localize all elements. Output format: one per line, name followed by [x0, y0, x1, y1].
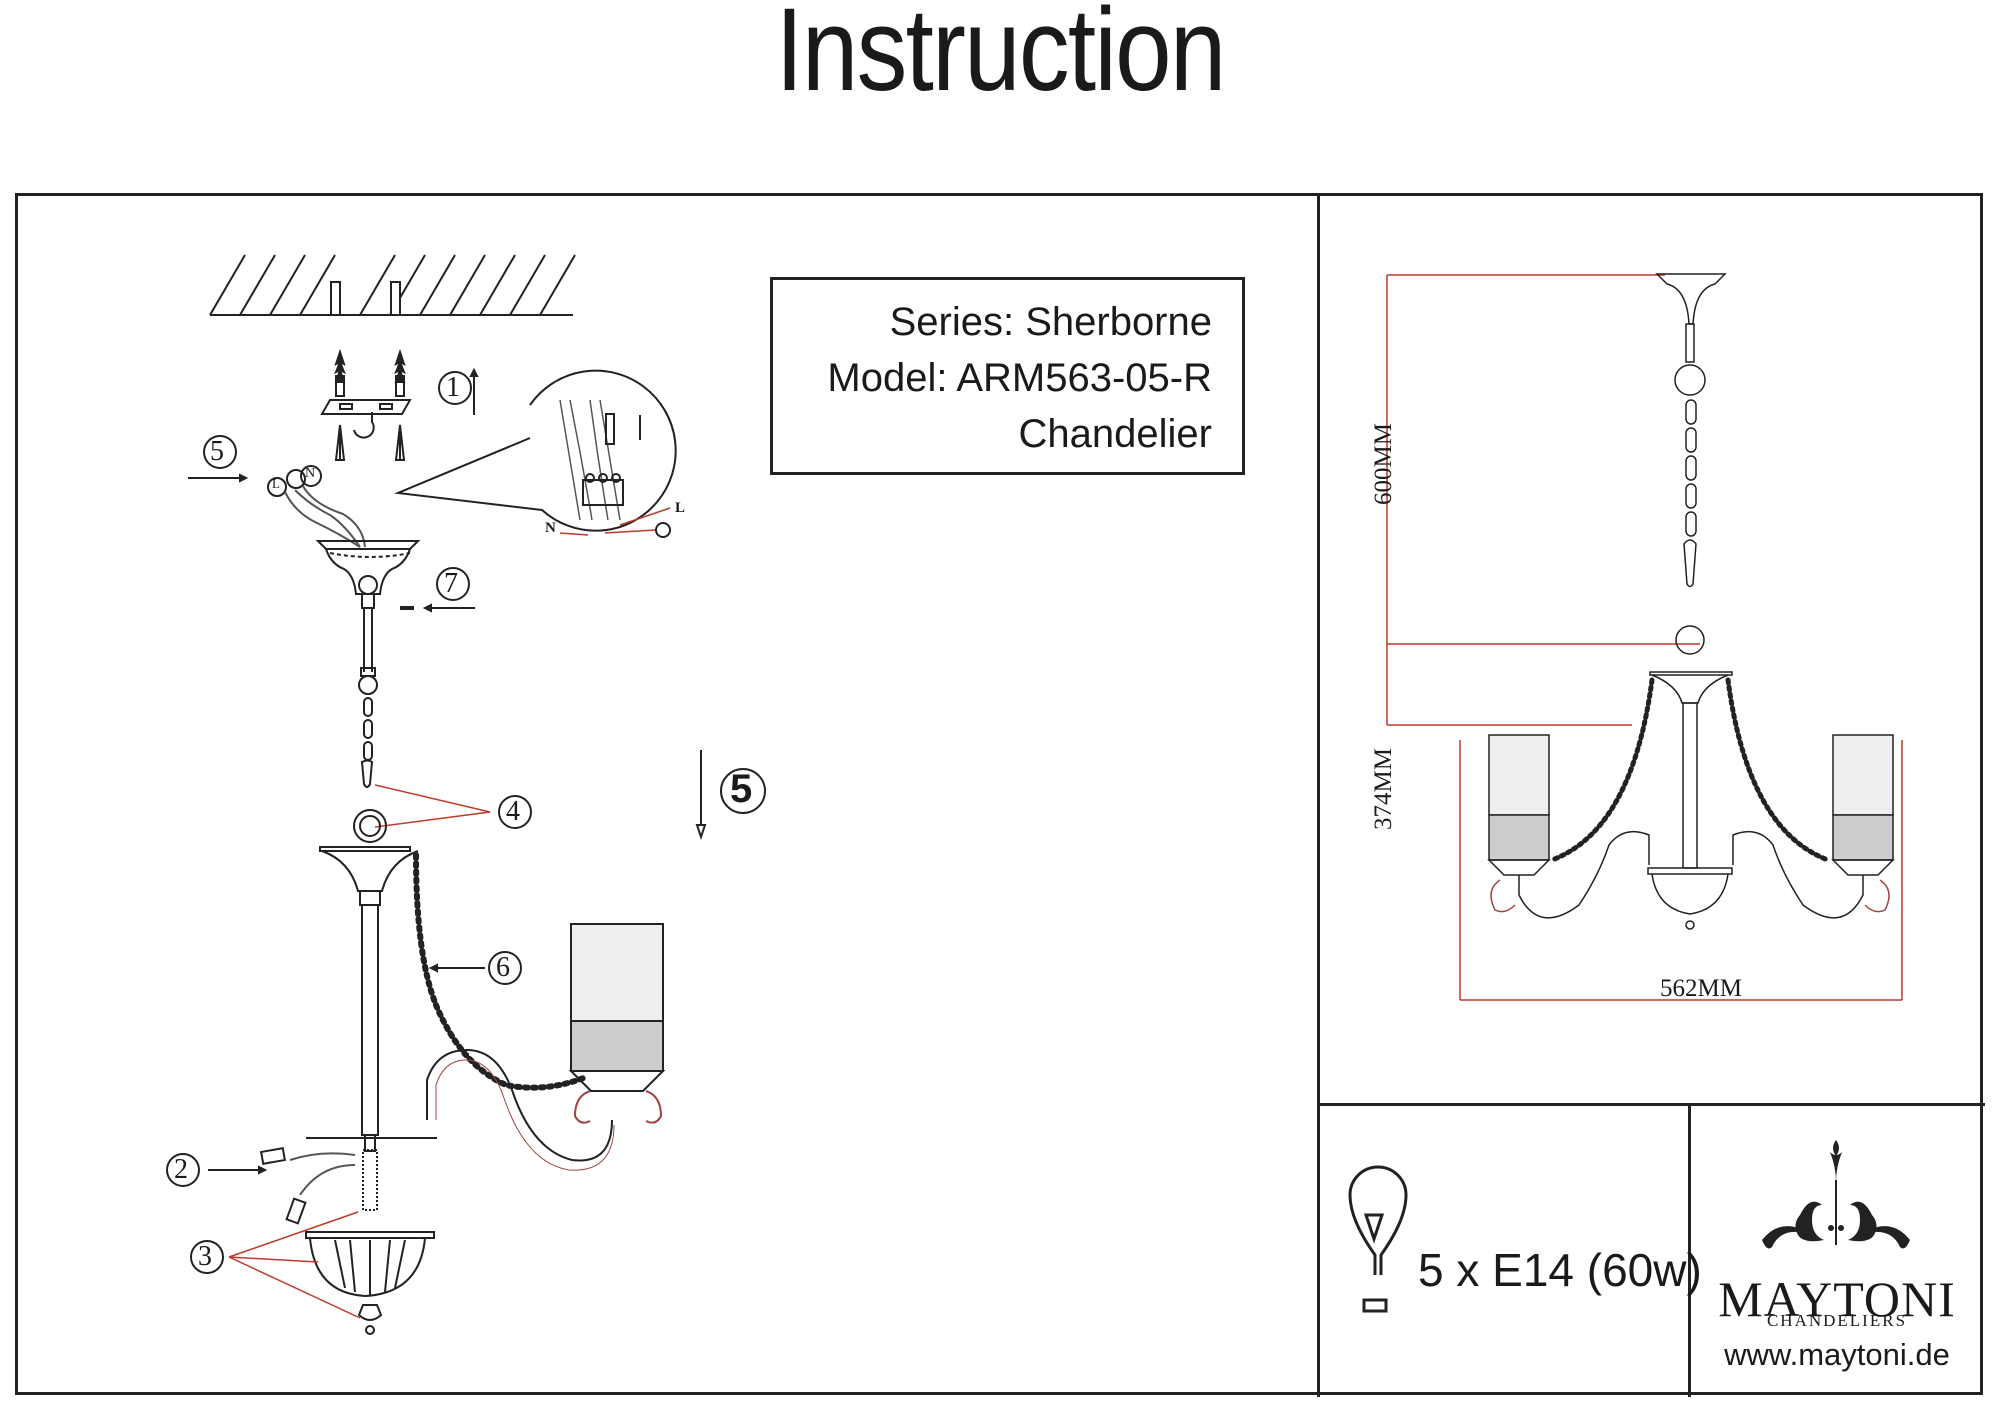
panel-divider-horizontal: [1317, 1103, 1985, 1106]
detail-live-label: L: [675, 500, 686, 516]
dimension-width: 562MM: [1660, 975, 1742, 1002]
chandelier-elevation-icon: [1487, 273, 1895, 930]
brand-name: MAYTONI: [1718, 1271, 1956, 1327]
bulb-spec: 5 x E14 (60w): [1418, 1244, 1702, 1296]
chandelier-body-icon: [259, 809, 666, 1335]
mounting-bracket-icon: [320, 399, 412, 439]
screw-icon: [334, 424, 406, 461]
product-series: Series: Sherborne: [889, 300, 1212, 344]
brand-subtitle: CHANDELIERS: [1766, 1311, 1908, 1330]
step1-label: 1: [446, 372, 460, 403]
step5-left-label: 5: [210, 436, 224, 467]
step4-label: 4: [506, 796, 520, 827]
wire-live-label: L: [272, 476, 280, 491]
wiring-detail-icon: [394, 369, 677, 538]
instruction-frame: [15, 193, 1983, 1395]
dimension-body-height: 374MM: [1370, 748, 1397, 830]
panel-divider-vertical: [1317, 193, 1320, 1397]
wall-anchor-icon: [334, 348, 406, 397]
brand-website-link[interactable]: www.maytoni.de: [1724, 1337, 1950, 1372]
dimension-chain-height: 600MM: [1370, 423, 1397, 505]
product-model: Model: ARM563-05-R: [827, 356, 1212, 400]
glass-shade-icon: [570, 923, 664, 1022]
chandelier-ornament-icon: [1762, 1140, 1910, 1249]
product-info-box: Series: Sherborne Model: ARM563-05-R Cha…: [770, 277, 1245, 475]
step3-label: 3: [198, 1241, 212, 1272]
chain-icon: [360, 697, 374, 788]
footer-divider-vertical: [1688, 1103, 1691, 1397]
step1-badge: [438, 371, 472, 405]
detail-neutral-label: N: [545, 520, 556, 536]
dimension-lines: [1386, 274, 1903, 1001]
bead-chain-icon: [413, 852, 589, 1091]
ceiling-hatch-icon: [209, 254, 576, 316]
page-title: Instruction: [775, 0, 1226, 116]
step7-label: 7: [444, 568, 458, 599]
wire-neutral-label: N: [305, 466, 316, 481]
light-bulb-icon: [1348, 1165, 1408, 1313]
step5-main-label: 5: [730, 767, 753, 811]
ceiling-canopy-icon: [315, 540, 421, 695]
step6-label: 6: [496, 952, 510, 983]
product-type: Chandelier: [1018, 412, 1212, 456]
step2-label: 2: [174, 1154, 188, 1185]
